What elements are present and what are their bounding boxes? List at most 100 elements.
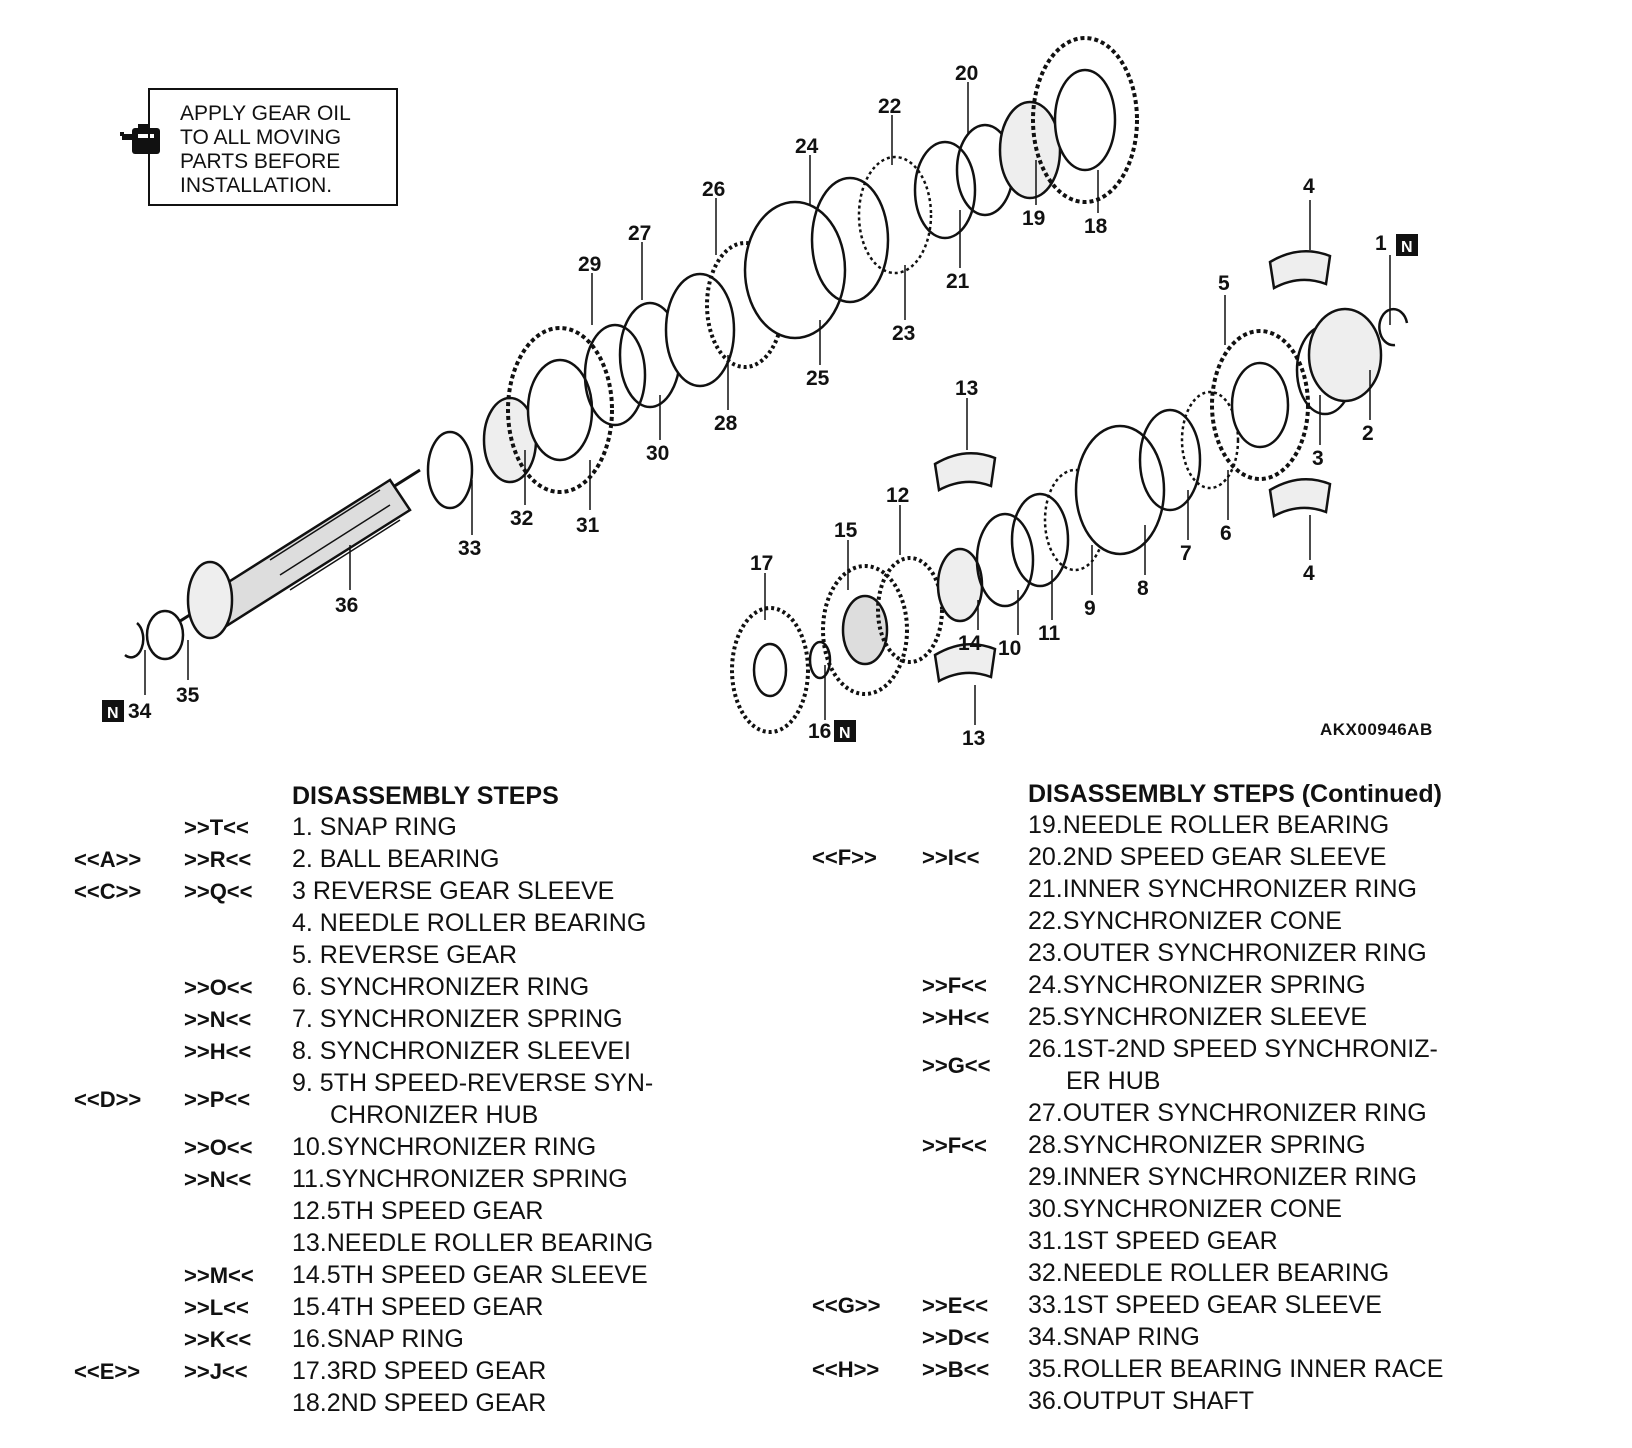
callout: 31 xyxy=(576,514,600,537)
callout: 20 xyxy=(955,62,978,85)
callout: 33 xyxy=(458,537,481,560)
n-box-icon: N xyxy=(834,720,856,742)
left-steps-title: DISASSEMBLY STEPS xyxy=(292,782,559,810)
step-code-b: >>J<< xyxy=(184,1359,248,1384)
callout: 34 xyxy=(128,700,152,723)
step-item: 2. BALL BEARING xyxy=(292,845,500,873)
callout: 11 xyxy=(1038,622,1061,645)
step-code-a: <<C>> xyxy=(74,879,142,904)
step-code-a: <<E>> xyxy=(74,1359,141,1384)
step-code-b: >>O<< xyxy=(184,975,253,1000)
callout: 4 xyxy=(1303,562,1315,585)
figure-code: AKX00946AB xyxy=(1320,720,1433,739)
step-item: 17.3RD SPEED GEAR xyxy=(292,1357,547,1385)
step-item: 7. SYNCHRONIZER SPRING xyxy=(292,1005,623,1033)
step-code-b: >>D<< xyxy=(922,1325,990,1350)
note-line: INSTALLATION. xyxy=(180,174,333,197)
step-code-b: >>E<< xyxy=(922,1293,989,1318)
step-code-b: >>O<< xyxy=(184,1135,253,1160)
step-code-a: <<H>> xyxy=(812,1357,880,1382)
callout: 9 xyxy=(1084,597,1096,620)
callout: 5 xyxy=(1218,272,1230,295)
callout: 6 xyxy=(1220,522,1232,545)
callout: 35 xyxy=(176,684,200,707)
callout: 15 xyxy=(834,519,858,542)
callout: 28 xyxy=(714,412,738,435)
callout: 4 xyxy=(1303,175,1315,198)
step-item: 14.5TH SPEED GEAR SLEEVE xyxy=(292,1261,648,1289)
step-code-b: >>Q<< xyxy=(184,879,253,904)
step-item: 11.SYNCHRONIZER SPRING xyxy=(292,1165,628,1193)
step-item: 20.2ND SPEED GEAR SLEEVE xyxy=(1028,843,1387,871)
step-item: 35.ROLLER BEARING INNER RACE xyxy=(1028,1355,1444,1383)
step-code-b: >>L<< xyxy=(184,1295,249,1320)
callout: 29 xyxy=(578,253,601,276)
step-item: 16.SNAP RING xyxy=(292,1325,464,1353)
step-code-b: >>T<< xyxy=(184,815,249,840)
step-item: 9. 5TH SPEED-REVERSE SYN- xyxy=(292,1069,654,1097)
n-box-letter: N xyxy=(839,725,851,742)
step-item: 21.INNER SYNCHRONIZER RING xyxy=(1028,875,1417,903)
step-item: 22.SYNCHRONIZER CONE xyxy=(1028,907,1342,935)
callout: 36 xyxy=(335,594,358,617)
step-item: 33.1ST SPEED GEAR SLEEVE xyxy=(1028,1291,1382,1319)
step-code-b: >>N<< xyxy=(184,1167,252,1192)
step-item: 6. SYNCHRONIZER RING xyxy=(292,973,590,1001)
step-code-a: <<G>> xyxy=(812,1293,881,1318)
step-code-b: >>I<< xyxy=(922,845,980,870)
step-code-b: >>P<< xyxy=(184,1087,251,1112)
step-item: 8. SYNCHRONIZER SLEEVEI xyxy=(292,1037,631,1065)
step-item: 10.SYNCHRONIZER RING xyxy=(292,1133,597,1161)
step-code-b: >>K<< xyxy=(184,1327,252,1352)
note-line: APPLY GEAR OIL xyxy=(180,102,351,125)
n-box-letter: N xyxy=(1401,239,1413,256)
callout: 25 xyxy=(806,367,830,390)
step-code-b: >>H<< xyxy=(922,1005,990,1030)
step-code-b: >>B<< xyxy=(922,1357,990,1382)
callout: 7 xyxy=(1180,542,1192,565)
step-code-b: >>H<< xyxy=(184,1039,252,1064)
step-code-a: <<F>> xyxy=(812,845,877,870)
step-item: 23.OUTER SYNCHRONIZER RING xyxy=(1028,939,1427,967)
right-steps-title: DISASSEMBLY STEPS (Continued) xyxy=(1028,780,1442,808)
callout: 8 xyxy=(1137,577,1149,600)
step-code-a: <<A>> xyxy=(74,847,142,872)
step-item: 19.NEEDLE ROLLER BEARING xyxy=(1028,811,1390,839)
callout: 19 xyxy=(1022,207,1045,230)
step-item: 18.2ND SPEED GEAR xyxy=(292,1389,547,1417)
step-item: 27.OUTER SYNCHRONIZER RING xyxy=(1028,1099,1427,1127)
step-item: 5. REVERSE GEAR xyxy=(292,941,518,969)
callout: 27 xyxy=(628,222,651,245)
step-code-b: >>R<< xyxy=(184,847,252,872)
step-item: 36.OUTPUT SHAFT xyxy=(1028,1387,1254,1415)
callout: 12 xyxy=(886,484,909,507)
callout: 14 xyxy=(958,632,982,655)
gear-oil-note: APPLY GEAR OIL TO ALL MOVING PARTS BEFOR… xyxy=(148,88,398,206)
callout: 32 xyxy=(510,507,533,530)
step-item: 24.SYNCHRONIZER SPRING xyxy=(1028,971,1366,999)
callout: 1 xyxy=(1375,232,1387,255)
step-code-b: >>G<< xyxy=(922,1053,991,1078)
callout: 3 xyxy=(1312,447,1324,470)
callout: 21 xyxy=(946,270,970,293)
step-item: 30.SYNCHRONIZER CONE xyxy=(1028,1195,1342,1223)
step-item: 15.4TH SPEED GEAR xyxy=(292,1293,544,1321)
exploded-view-diagram: 20 22 24 26 27 29 19 18 21 23 25 28 30 3… xyxy=(102,36,1418,750)
step-code-b: >>F<< xyxy=(922,1133,987,1158)
step-item: 31.1ST SPEED GEAR xyxy=(1028,1227,1278,1255)
callout: 30 xyxy=(646,442,669,465)
callout: 18 xyxy=(1084,215,1108,238)
n-box-icon: N xyxy=(102,700,124,722)
step-item: 29.INNER SYNCHRONIZER RING xyxy=(1028,1163,1417,1191)
callout: 2 xyxy=(1362,422,1374,445)
step-item: 12.5TH SPEED GEAR xyxy=(292,1197,544,1225)
step-code-a: <<D>> xyxy=(74,1087,142,1112)
step-item-continued: CHRONIZER HUB xyxy=(330,1101,539,1129)
note-line: PARTS BEFORE xyxy=(180,150,341,173)
callout: 17 xyxy=(750,552,773,575)
oil-can-icon xyxy=(120,124,160,154)
step-item-continued: ER HUB xyxy=(1066,1067,1161,1095)
step-item: 28.SYNCHRONIZER SPRING xyxy=(1028,1131,1366,1159)
step-code-b: >>F<< xyxy=(922,973,987,998)
